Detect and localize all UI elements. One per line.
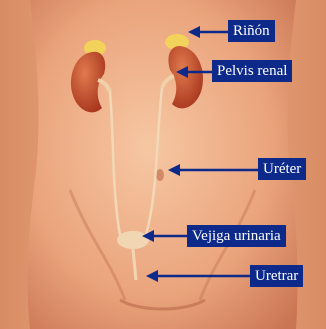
label-vejiga-urinaria: Vejiga urinaria [187,225,286,247]
bladder [117,231,149,249]
label-uretra: Uretrar [250,265,303,287]
label-rinon: Riñón [228,20,275,42]
navel [156,169,164,181]
label-ureter: Uréter [258,158,306,180]
label-pelvis-renal: Pelvis renal [212,60,292,82]
